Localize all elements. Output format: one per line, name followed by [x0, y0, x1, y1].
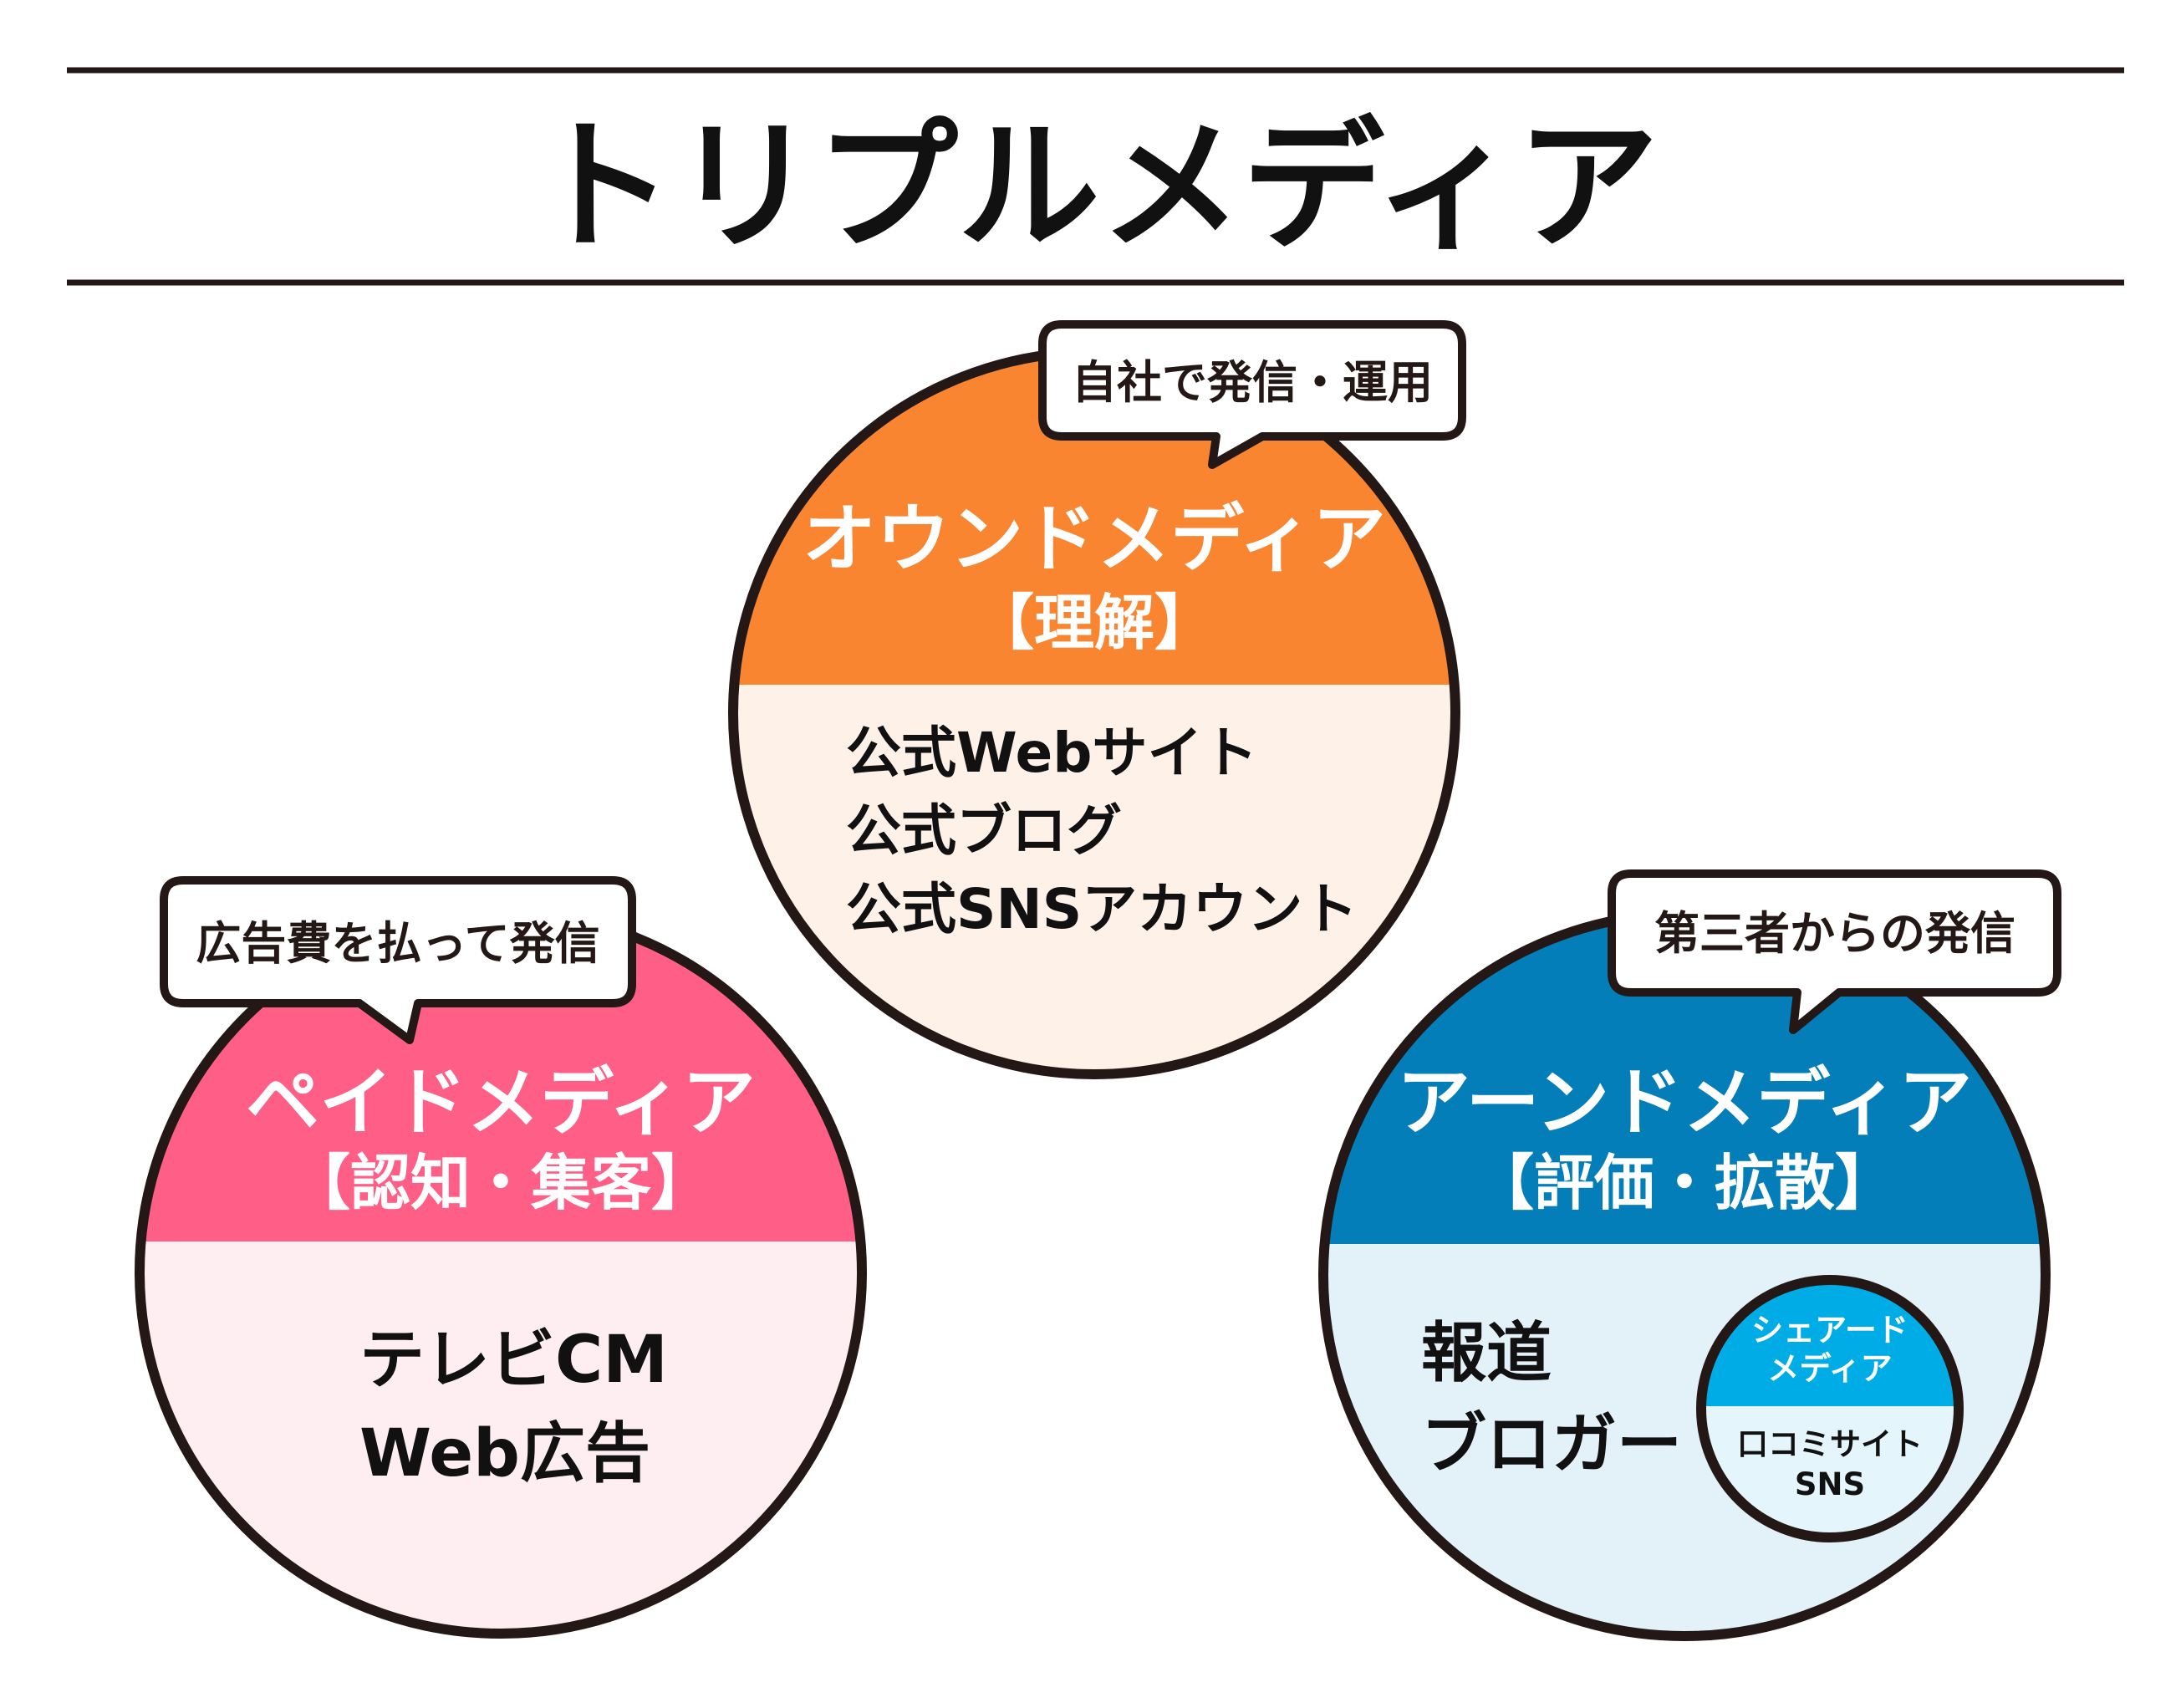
owned-media-circle: オウンドメディア 【理解】 公式Webサイト 公式ブログ 公式SNSアカウント	[728, 347, 1460, 1079]
paid-speech-bubble: 広告費を払って発信	[160, 876, 636, 1044]
owned-item: 公式Webサイト	[846, 721, 1257, 785]
shared-item: SNS	[1795, 1466, 1865, 1502]
earned-speech-bubble: 第三者からの発信	[1608, 869, 2061, 1034]
owned-speech-bubble: 自社で発信・運用	[1038, 320, 1466, 469]
owned-media-role: 【理解】	[974, 588, 1215, 658]
paid-media-name: ペイドメディア	[246, 1059, 756, 1145]
owned-item: 公式ブログ	[846, 798, 1122, 863]
page-title: トリプルメディア	[532, 105, 1659, 270]
earned-media-role: 【評価・拡散】	[1474, 1148, 1895, 1218]
earned-bubble-text: 第三者からの発信	[1654, 907, 2015, 960]
paid-bubble-text: 広告費を払って発信	[196, 917, 599, 970]
paid-media-circle: ペイドメディア 【認知・集客】 テレビCM Web広告	[135, 906, 867, 1639]
owned-item: 公式SNSアカウント	[846, 877, 1358, 941]
earned-item: ブロガー	[1421, 1407, 1682, 1482]
earned-media-name: アーンドメディア	[1397, 1059, 1972, 1145]
owned-media-name: オウンドメディア	[803, 496, 1386, 582]
shared-media-name: メディア	[1767, 1350, 1892, 1387]
shared-media-name: シェアード	[1751, 1312, 1908, 1349]
paid-item: テレビCM	[359, 1323, 668, 1398]
earned-item: 報道	[1421, 1316, 1552, 1391]
paid-media-role: 【認知・集客】	[290, 1148, 711, 1218]
shared-item: 口コミサイト	[1737, 1426, 1923, 1462]
earned-media-circle: アーンドメディア 【評価・拡散】 報道 ブロガー シェアード メディア 口コミサ…	[1318, 909, 2051, 1641]
owned-bubble-text: 自社で発信・運用	[1072, 356, 1433, 409]
paid-item: Web広告	[359, 1416, 650, 1491]
